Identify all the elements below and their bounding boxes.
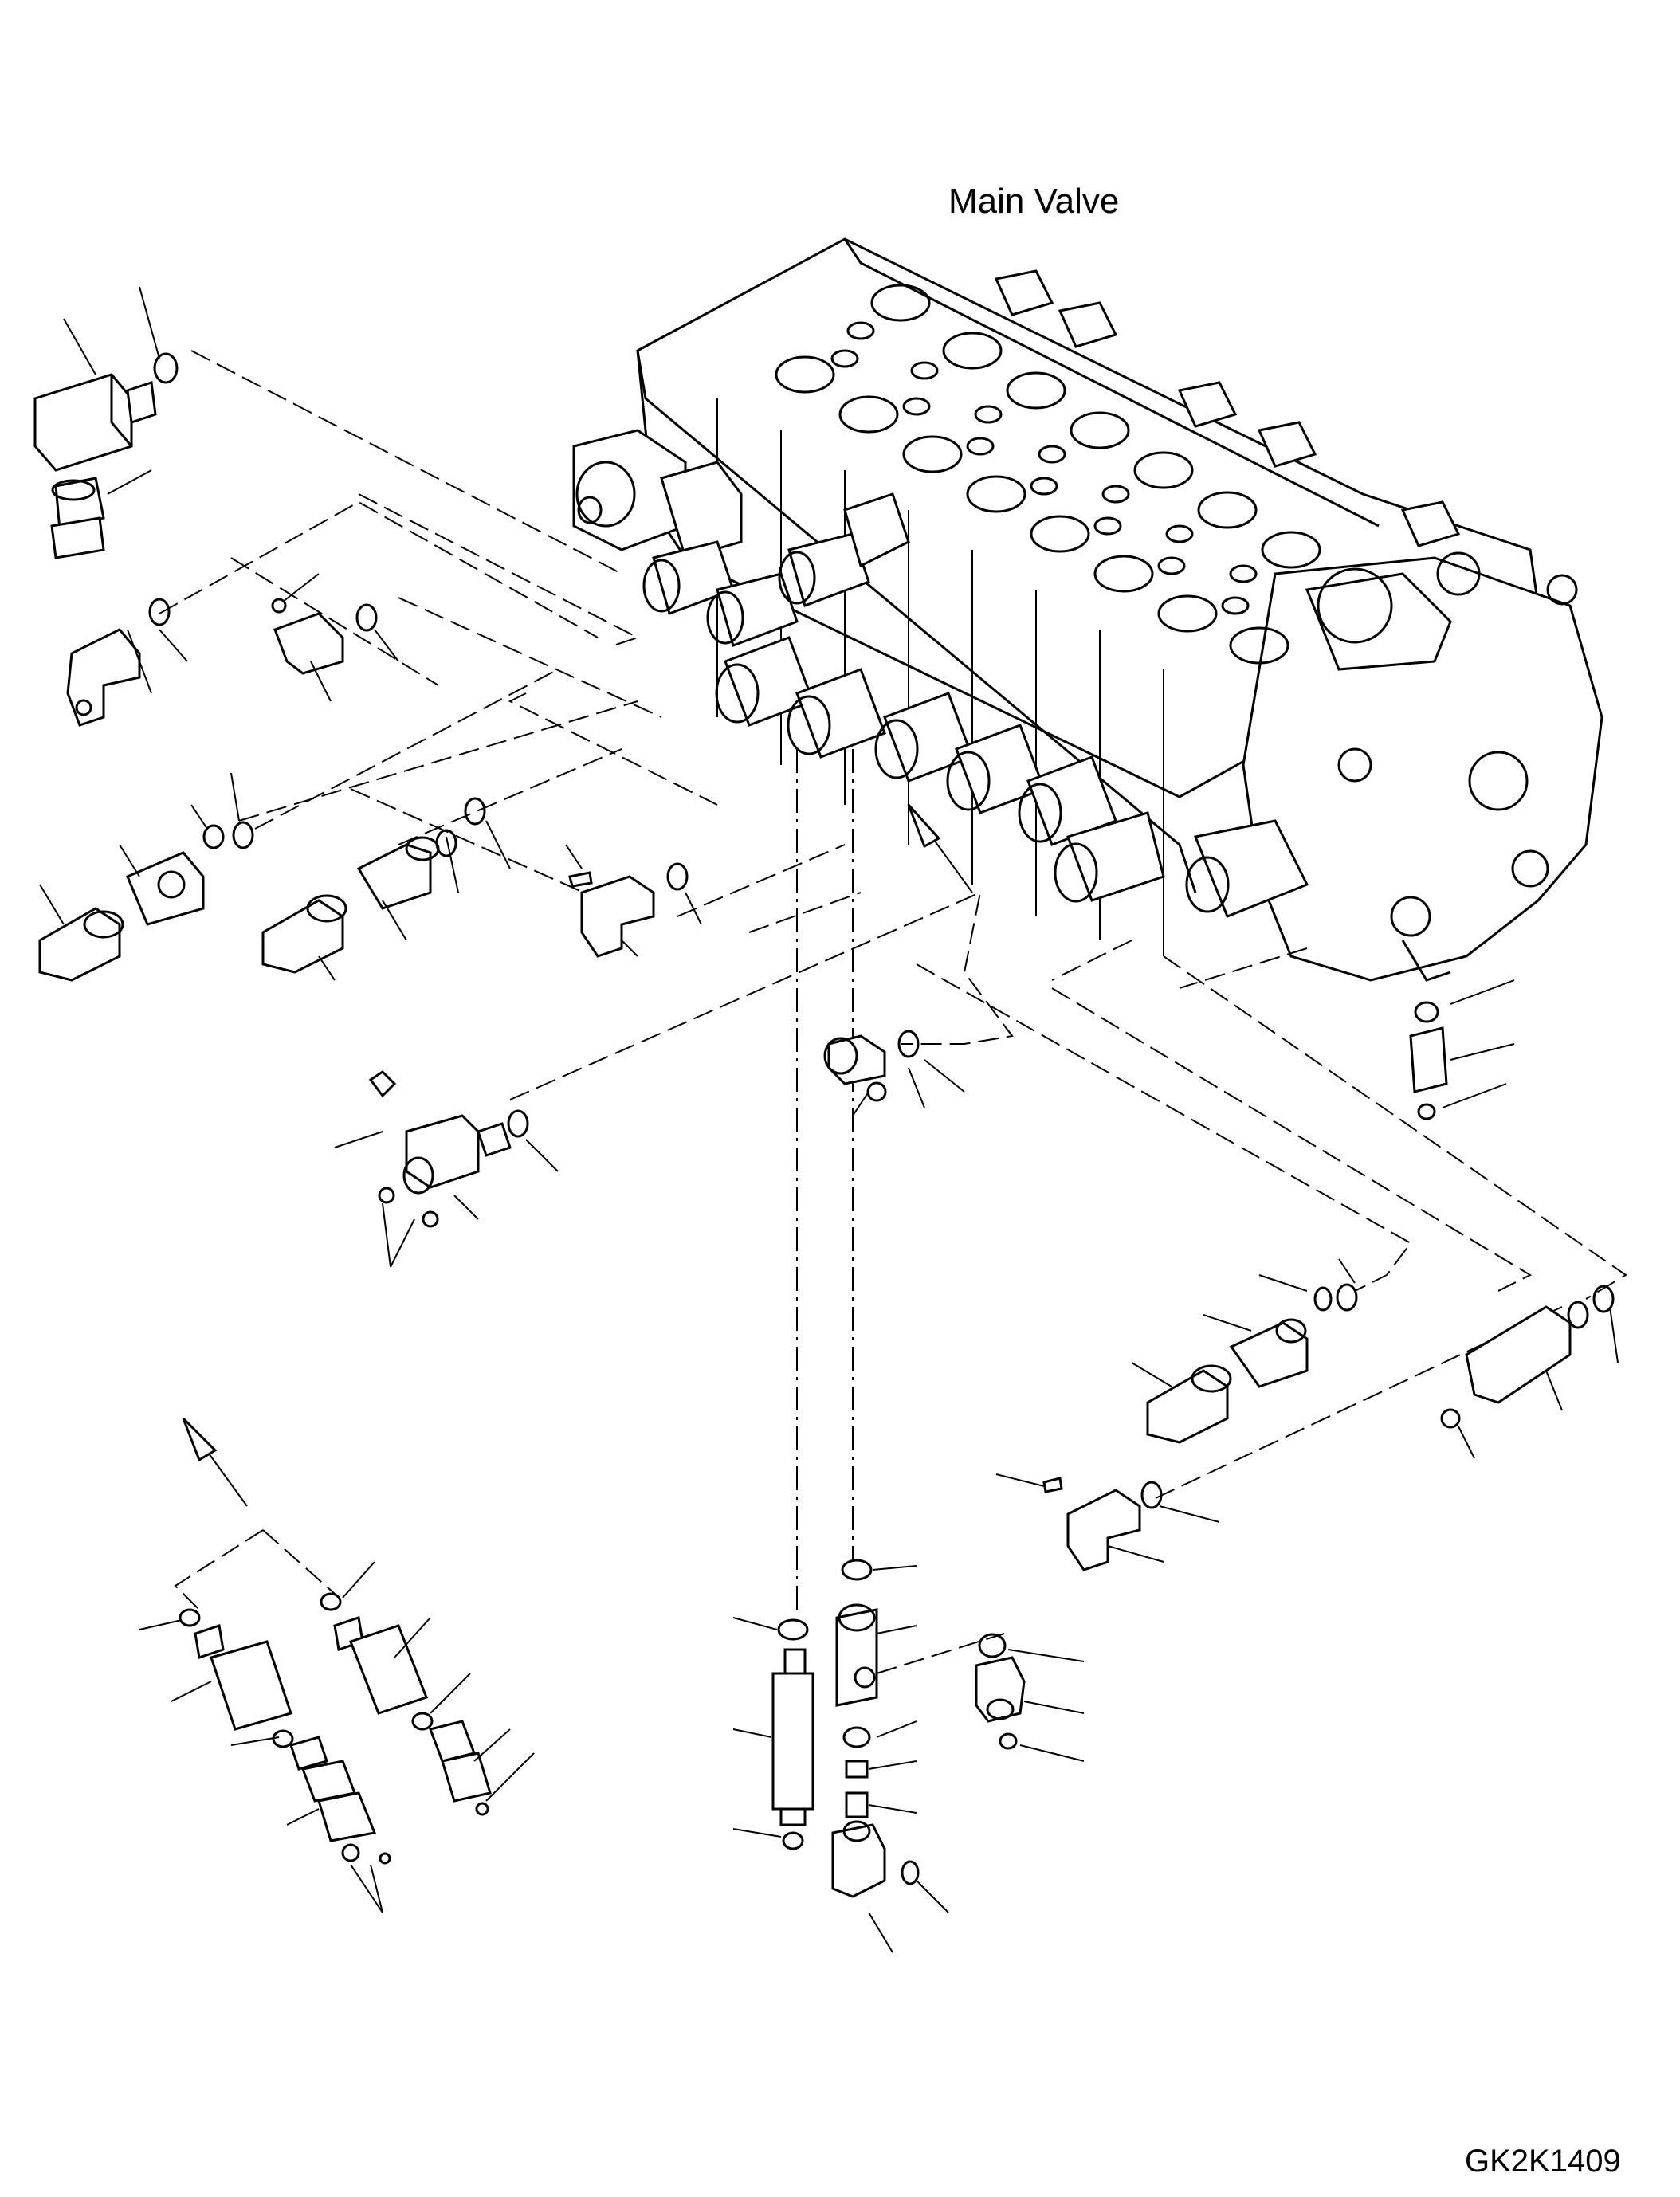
- fitting-stack-lower-left: [139, 1608, 391, 1913]
- elbow-fitting-2: [271, 573, 399, 702]
- adapter-right: [1409, 979, 1515, 1120]
- pressure-switch-middle: [261, 797, 511, 981]
- tee-fitting-centre: [334, 1070, 559, 1268]
- tee-fitting-valve-port: [823, 1030, 965, 1116]
- tee-stack-centre: [831, 1559, 949, 1953]
- pipe-fitting-stack-centre: [732, 1617, 814, 1850]
- drawing-code: GK2K1409: [1465, 2144, 1621, 2179]
- elbow-fitting-3: [565, 844, 702, 958]
- sensor-assembly-top-left: [33, 286, 179, 559]
- pressure-switch-left: [38, 772, 254, 982]
- fitting-stack-lower-middle: [320, 1561, 535, 1816]
- elbow-fitting-right: [995, 1473, 1220, 1571]
- diagram-title: Main Valve: [948, 182, 1120, 221]
- pressure-switch-right: [1131, 1258, 1358, 1444]
- adapter-lower-right: [975, 1633, 1085, 1762]
- main-valve-assembly: [572, 237, 1603, 982]
- connection-lines: [159, 350, 1627, 1674]
- elbow-fitting-1: [66, 598, 188, 727]
- long-adapter-right: [1440, 1285, 1619, 1459]
